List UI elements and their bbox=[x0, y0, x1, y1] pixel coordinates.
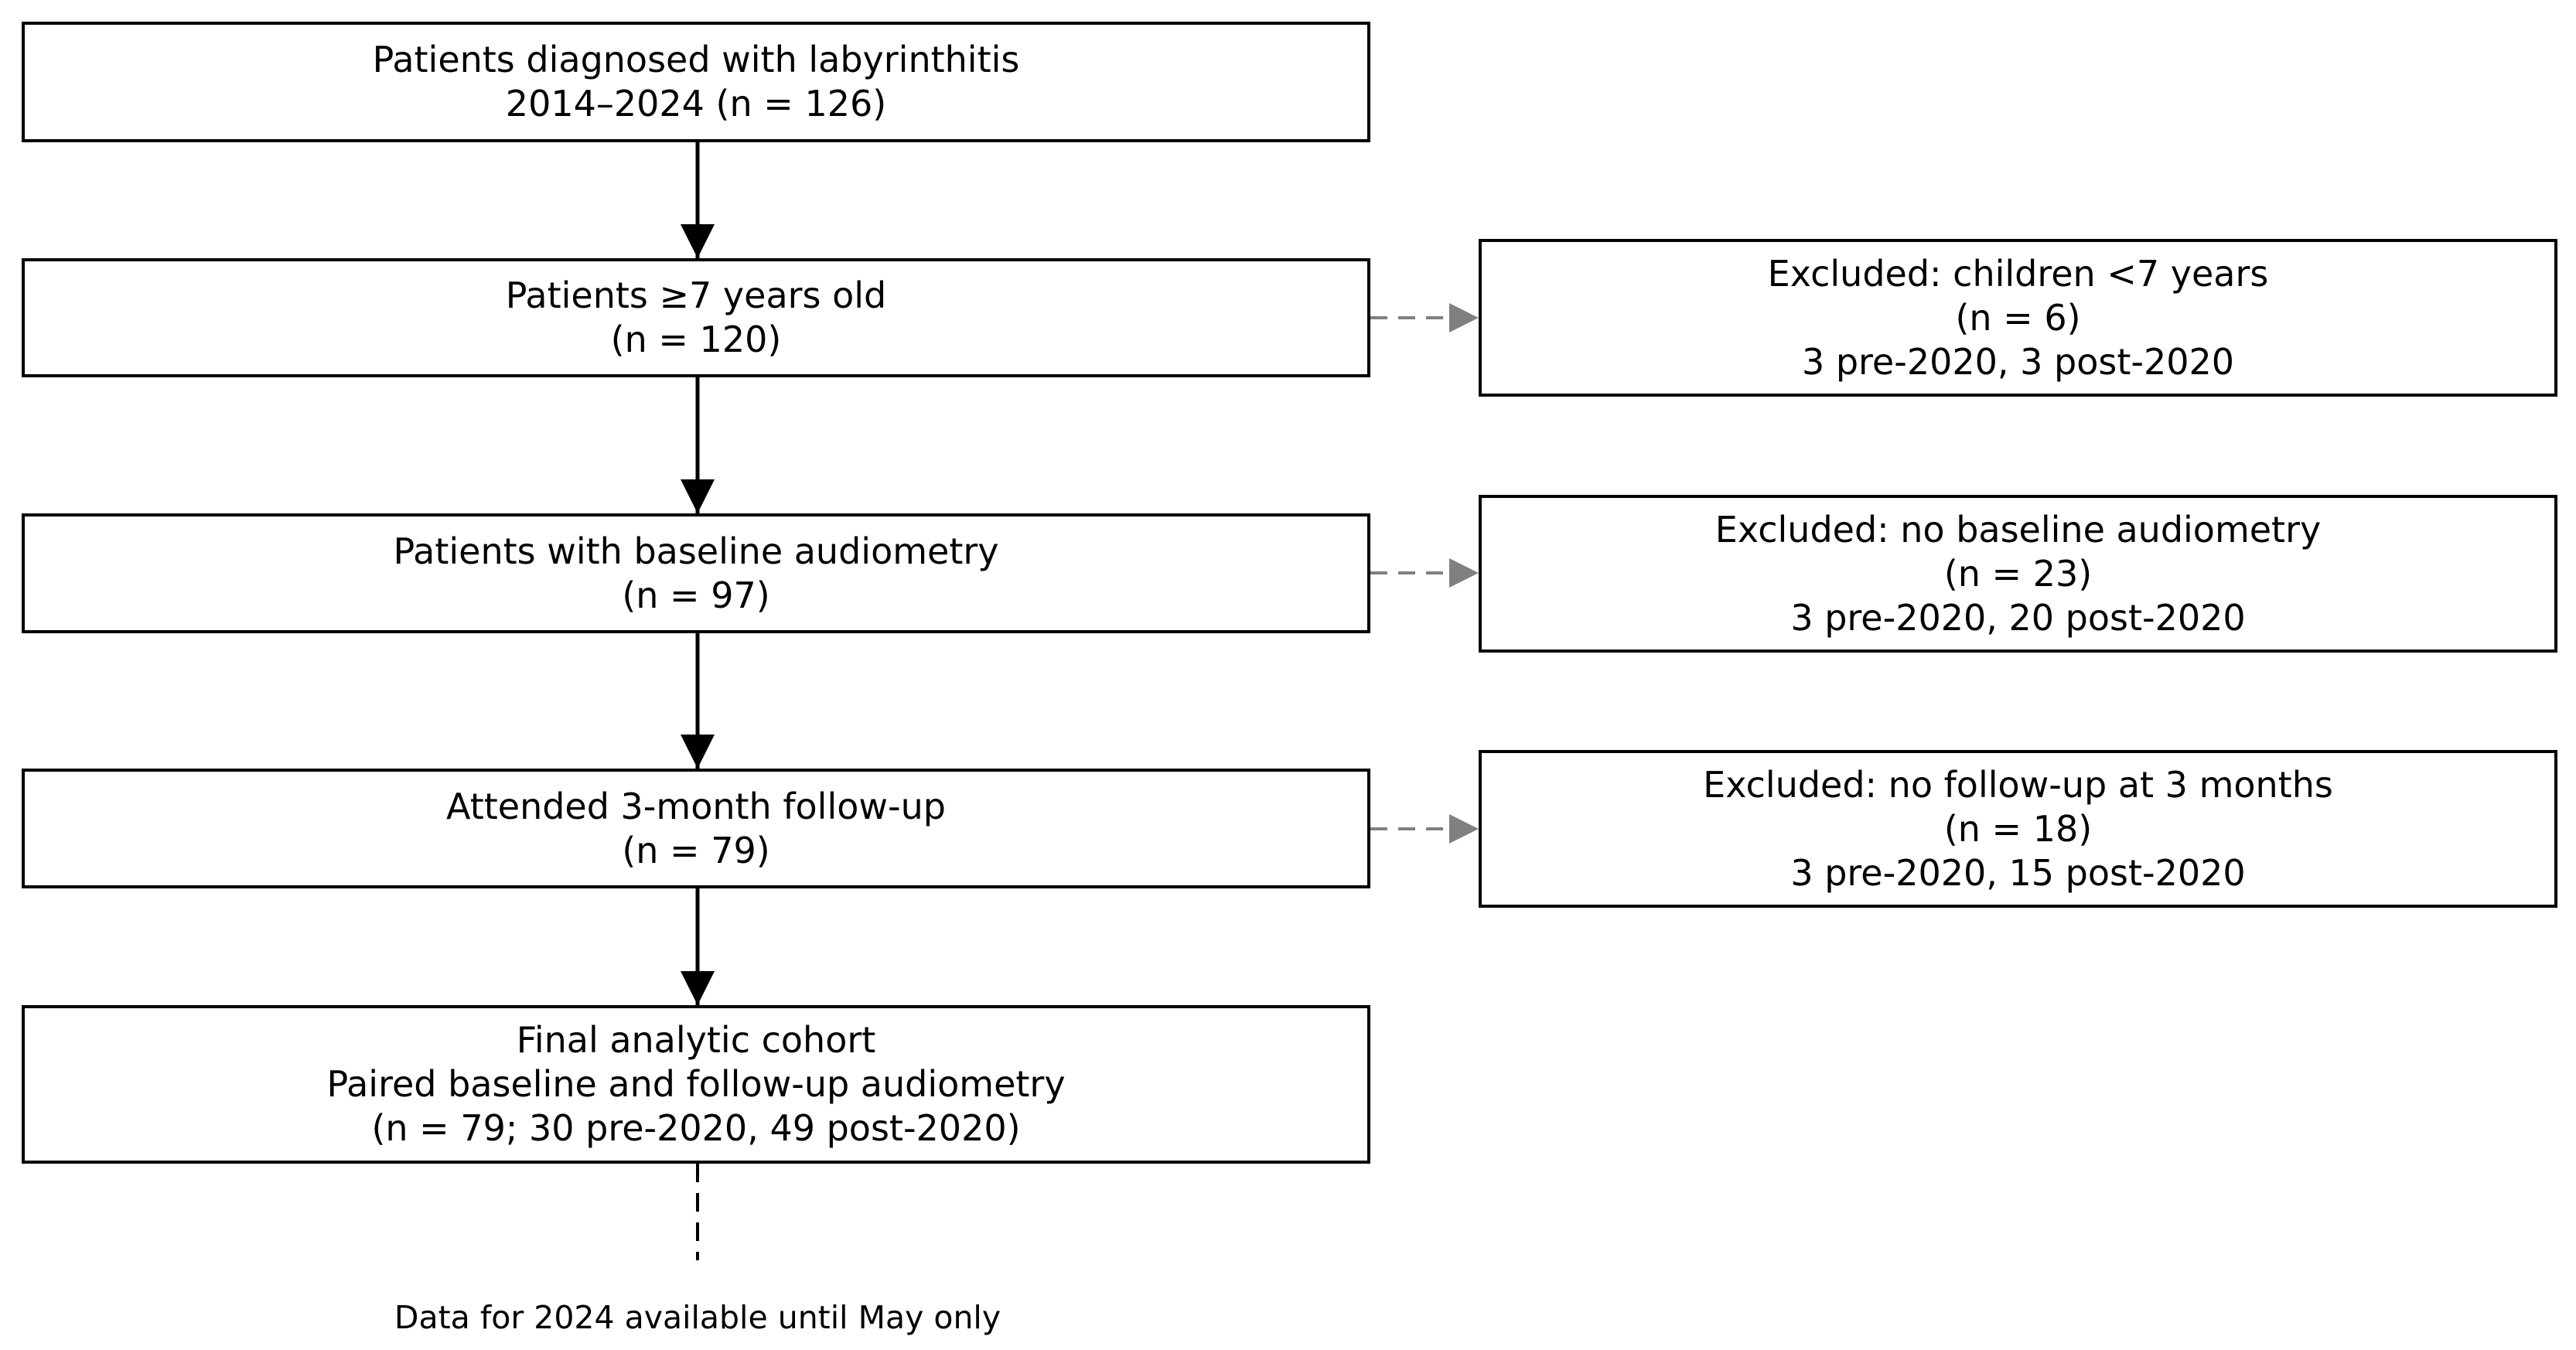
step-diagnosed-line-2: 2014–2024 (n = 126) bbox=[505, 83, 887, 124]
footnote-text: Data for 2024 available until May only bbox=[394, 1299, 1001, 1336]
exclusion-box-children: Excluded: children <7 years (n = 6) 3 pr… bbox=[1479, 239, 2557, 397]
exclusion-children-line-3: 3 pre-2020, 3 post-2020 bbox=[1801, 340, 2235, 383]
step-age-line-2: (n = 120) bbox=[610, 319, 782, 360]
step-box-diagnosed: Patients diagnosed with labyrinthitis 20… bbox=[22, 22, 1370, 142]
step-final-line-1: Final analytic cohort bbox=[516, 1019, 876, 1061]
step-final-line-3: (n = 79; 30 pre-2020, 49 post-2020) bbox=[371, 1107, 1021, 1149]
step-box-age-7-plus: Patients ≥7 years old (n = 120) bbox=[22, 258, 1370, 377]
step-box-baseline-audiometry: Patients with baseline audiometry (n = 9… bbox=[22, 513, 1370, 633]
exclusion-box-no-follow-up: Excluded: no follow-up at 3 months (n = … bbox=[1479, 750, 2557, 908]
exclusion-children-line-2: (n = 6) bbox=[1955, 296, 2081, 339]
exclusion-children-line-1: Excluded: children <7 years bbox=[1767, 252, 2269, 295]
exclusion-no-baseline-line-1: Excluded: no baseline audiometry bbox=[1714, 508, 2322, 551]
step-box-follow-up: Attended 3-month follow-up (n = 79) bbox=[22, 769, 1370, 888]
step-age-line-1: Patients ≥7 years old bbox=[505, 274, 887, 316]
step-baseline-line-1: Patients with baseline audiometry bbox=[393, 530, 999, 572]
exclusion-no-follow-up-line-1: Excluded: no follow-up at 3 months bbox=[1703, 763, 2333, 806]
exclusion-no-follow-up-line-2: (n = 18) bbox=[1943, 807, 2093, 850]
step-baseline-line-2: (n = 97) bbox=[622, 574, 770, 616]
exclusion-no-follow-up-line-3: 3 pre-2020, 15 post-2020 bbox=[1790, 851, 2246, 894]
step-follow-up-line-1: Attended 3-month follow-up bbox=[446, 785, 946, 827]
exclusion-box-no-baseline: Excluded: no baseline audiometry (n = 23… bbox=[1479, 495, 2557, 653]
step-follow-up-line-2: (n = 79) bbox=[622, 829, 770, 871]
step-box-final-cohort: Final analytic cohort Paired baseline an… bbox=[22, 1005, 1370, 1164]
step-diagnosed-line-1: Patients diagnosed with labyrinthitis bbox=[372, 39, 1020, 80]
exclusion-no-baseline-line-3: 3 pre-2020, 20 post-2020 bbox=[1790, 596, 2246, 639]
exclusion-no-baseline-line-2: (n = 23) bbox=[1943, 552, 2093, 595]
step-final-line-2: Paired baseline and follow-up audiometry bbox=[326, 1063, 1066, 1105]
